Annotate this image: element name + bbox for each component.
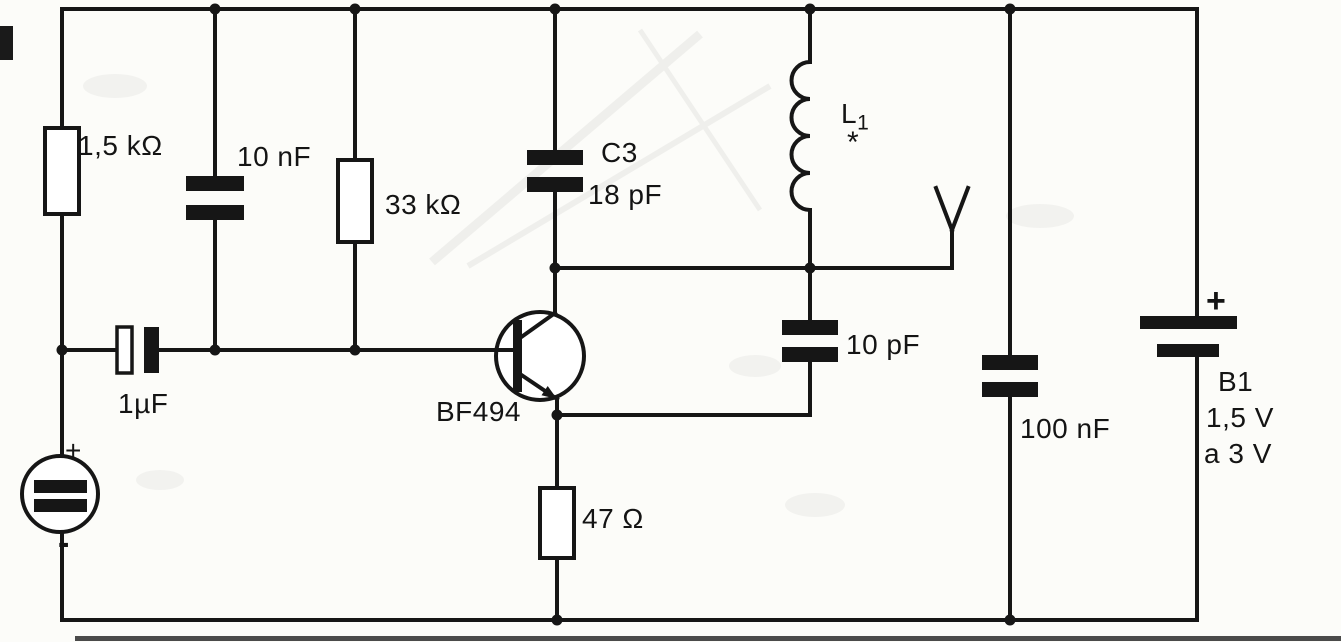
capacitor-c3-value: 18 pF [588, 179, 663, 210]
capacitor-cin-minus-plate [144, 327, 159, 373]
capacitor-c4-label: 10 pF [846, 329, 921, 360]
capacitor-cin-plus-plate [115, 325, 134, 375]
capacitor-c5-label: 100 nF [1020, 413, 1111, 444]
capacitor-c3-name: C3 [601, 137, 638, 168]
resistor-r3-label: 47 Ω [582, 503, 644, 534]
resistor-bodies [43, 126, 576, 560]
transistor-symbol [494, 266, 586, 402]
resistor-r2-body [336, 158, 374, 244]
capacitor-c3-plate [527, 150, 583, 165]
microphone-symbol [20, 454, 100, 534]
battery-voltage-max: a 3 V [1204, 438, 1272, 469]
microphone-minus-sign: - [58, 524, 70, 562]
battery-name: B1 [1218, 366, 1254, 397]
scan-bleed-artifacts [83, 28, 1074, 517]
battery-symbol [1140, 316, 1237, 357]
wires [60, 7, 1199, 622]
capacitor-cin-label: 1µF [118, 388, 169, 419]
scan-edge-artifacts [0, 26, 1341, 641]
capacitor-c1-plate [186, 176, 244, 191]
resistor-r1-label: 1,5 kΩ [78, 130, 163, 161]
transistor-label: BF494 [436, 396, 521, 427]
capacitor-plates [186, 150, 1038, 397]
microphone-plus-sign: + [65, 435, 82, 466]
battery-voltage-min: 1,5 V [1206, 402, 1274, 433]
resistor-r3-body [538, 486, 576, 560]
resistor-r1-body [43, 126, 81, 216]
capacitor-c4-plate [782, 347, 838, 362]
capacitor-c1-plate [186, 205, 244, 220]
capacitor-c1-label: 10 nF [237, 141, 312, 172]
capacitor-c4-plate [782, 320, 838, 335]
capacitor-c5-plate [982, 355, 1038, 370]
resistor-r2-label: 33 kΩ [385, 189, 462, 220]
capacitor-c5-plate [982, 382, 1038, 397]
inductor-l1-label: L1 [841, 98, 870, 135]
capacitor-cin-body [115, 325, 159, 375]
inductor-l1-note: * [847, 126, 860, 159]
battery-plus-sign: + [1206, 282, 1227, 320]
inductor-coil [789, 60, 811, 212]
transistor-emitter-arrow [541, 386, 557, 399]
capacitor-c3-plate [527, 177, 583, 192]
junction-dots [56, 3, 1016, 626]
transistor-base-bar [513, 320, 522, 392]
